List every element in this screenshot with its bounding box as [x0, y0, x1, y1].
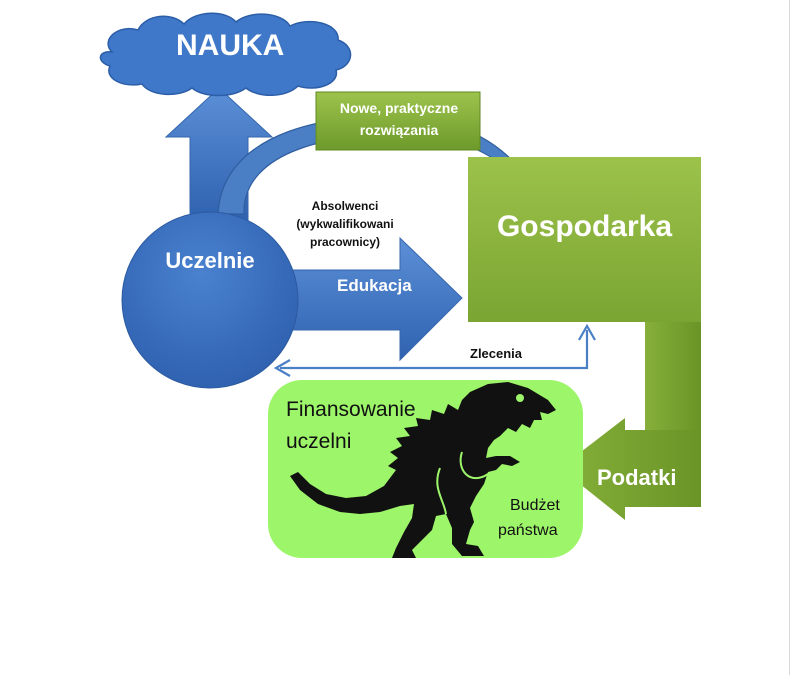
dinosaur-icon — [290, 382, 556, 558]
gospodarka-box — [468, 157, 701, 507]
absolwenci-label-3: pracownicy) — [309, 235, 381, 249]
dinosaur-detail — [436, 451, 489, 515]
edukacja-arrow — [291, 236, 463, 362]
finansowanie-label-2: uczelni — [286, 430, 352, 453]
nowe-rozwiazania-box — [315, 91, 481, 151]
nowe-rozwiazania-label-2: rozwiązania — [359, 122, 439, 138]
finansowanie-label-1: Finansowanie — [286, 398, 416, 421]
nauka-label: NAUKA — [176, 29, 285, 62]
zlecenia-label: Zlecenia — [470, 346, 523, 361]
absolwenci-label-2: (wykwalifikowani — [296, 217, 394, 231]
nowe-rozwiazania-label-1: Nowe, praktyczne — [339, 100, 459, 116]
budzet-label-1: Budżet — [510, 497, 560, 514]
uczelnie-label: Uczelnie — [165, 248, 255, 273]
absolwenci-label-1: Absolwenci — [311, 199, 379, 213]
page-edge-divider — [789, 0, 790, 675]
zlecenia-arrow — [273, 323, 596, 377]
edukacja-label: Edukacja — [337, 276, 412, 295]
uczelnie-circle — [121, 211, 299, 389]
nauka-cloud — [99, 12, 352, 97]
budzet-label-2: państwa — [498, 522, 558, 539]
podatki-arrow — [560, 418, 701, 520]
podatki-label: Podatki — [597, 465, 677, 490]
gospodarka-label: Gospodarka — [496, 210, 673, 243]
